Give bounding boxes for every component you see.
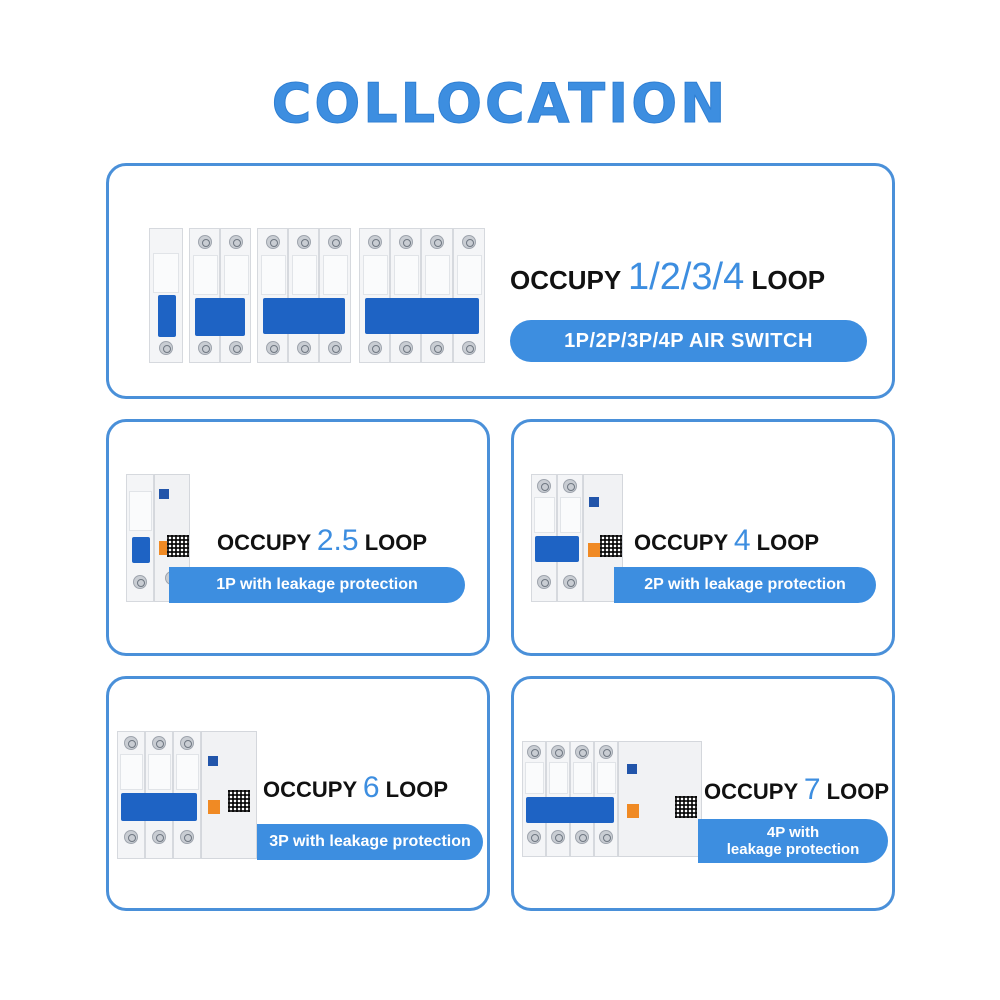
product-pill: 2P with leakage protection <box>614 567 876 603</box>
air-switch-3p-image <box>257 228 351 363</box>
occupy-heading: OCCUPY 1/2/3/4 LOOP <box>510 256 825 299</box>
loop-number: 4 <box>733 524 751 557</box>
card-2p-leakage: OCCUPY 4 LOOP 2P with leakage protection <box>511 419 895 656</box>
product-pill: 1P/2P/3P/4P AIR SWITCH <box>510 320 867 362</box>
occupy-suffix: LOOP <box>364 530 428 555</box>
product-pill-line2: leakage protection <box>726 841 860 858</box>
occupy-heading: OCCUPY 7 LOOP <box>704 773 889 807</box>
occupy-suffix: LOOP <box>385 777 449 802</box>
card-3p-leakage: OCCUPY 6 LOOP 3P with leakage protection <box>106 676 490 911</box>
occupy-prefix: OCCUPY <box>634 530 728 555</box>
product-pill-line1: 4P with <box>766 823 820 841</box>
occupy-heading: OCCUPY 6 LOOP <box>263 771 448 805</box>
occupy-prefix: OCCUPY <box>217 530 311 555</box>
occupy-prefix: OCCUPY <box>263 777 357 802</box>
card-4p-leakage: OCCUPY 7 LOOP 4P with leakage protection <box>511 676 895 911</box>
air-switch-4p-image <box>359 228 485 363</box>
loop-number: 2.5 <box>316 524 359 557</box>
occupy-suffix: LOOP <box>756 530 820 555</box>
loop-number: 1/2/3/4 <box>628 256 745 298</box>
occupy-heading: OCCUPY 4 LOOP <box>634 524 819 558</box>
product-pill: 3P with leakage protection <box>257 824 483 860</box>
rcd-4p-image <box>522 741 702 857</box>
product-pill: 1P with leakage protection <box>169 567 465 603</box>
occupy-prefix: OCCUPY <box>510 265 621 295</box>
loop-number: 7 <box>803 773 821 806</box>
rcd-3p-image <box>117 731 257 859</box>
card-air-switch: OCCUPY 1/2/3/4 LOOP 1P/2P/3P/4P AIR SWIT… <box>106 163 895 399</box>
air-switch-2p-image <box>189 228 251 363</box>
page-title: COLLOCATION <box>271 72 729 136</box>
occupy-heading: OCCUPY 2.5 LOOP <box>217 524 427 558</box>
occupy-prefix: OCCUPY <box>704 779 798 804</box>
occupy-suffix: LOOP <box>826 779 890 804</box>
product-pill: 4P with leakage protection <box>698 819 888 863</box>
loop-number: 6 <box>362 771 380 804</box>
air-switch-1p-image <box>149 228 183 363</box>
occupy-suffix: LOOP <box>751 265 826 295</box>
rcd-2p-image <box>531 474 623 602</box>
card-1p-leakage: OCCUPY 2.5 LOOP 1P with leakage protecti… <box>106 419 490 656</box>
